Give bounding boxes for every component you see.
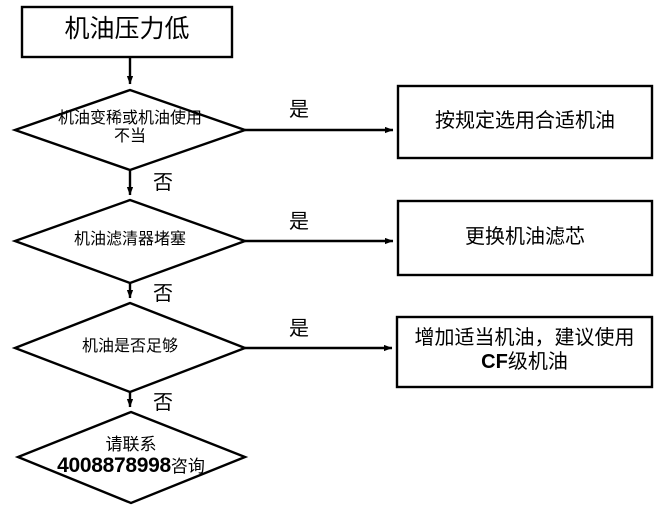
decision-oil-sufficient-shape <box>11 301 249 394</box>
action-replace-filter-shape <box>396 199 654 277</box>
decision-oil-thin-shape <box>11 88 249 172</box>
decision-filter-clogged-shape <box>11 198 249 285</box>
title-node-shape <box>20 5 234 59</box>
terminal-contact-shape <box>14 410 249 505</box>
action-add-oil-shape <box>395 315 654 389</box>
action-select-proper-oil-shape <box>396 84 654 160</box>
